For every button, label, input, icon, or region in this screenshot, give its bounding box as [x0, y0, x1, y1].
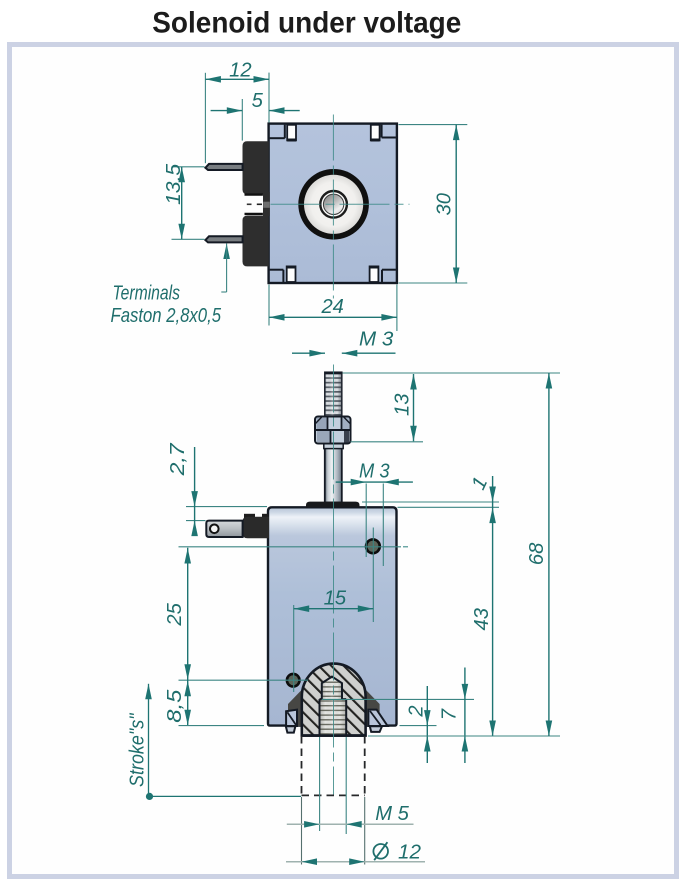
svg-text:13: 13 — [391, 393, 413, 416]
svg-text:2: 2 — [406, 705, 428, 717]
svg-text:Solenoid under voltage: Solenoid under voltage — [152, 7, 461, 40]
svg-text:12: 12 — [398, 842, 421, 864]
svg-text:30: 30 — [434, 192, 456, 215]
svg-text:15: 15 — [324, 588, 347, 610]
svg-text:8,5: 8,5 — [164, 689, 186, 723]
svg-text:5: 5 — [252, 90, 264, 112]
svg-text:M 3: M 3 — [359, 329, 394, 351]
svg-text:68: 68 — [526, 542, 548, 565]
svg-text:43: 43 — [471, 607, 493, 630]
svg-text:Terminals: Terminals — [113, 283, 181, 305]
svg-text:12: 12 — [229, 59, 251, 81]
svg-text:M 3: M 3 — [359, 460, 390, 482]
svg-text:25: 25 — [164, 602, 186, 626]
svg-text:M 5: M 5 — [375, 803, 409, 825]
svg-text:Stroke"s": Stroke"s" — [126, 713, 148, 787]
svg-text:13,5: 13,5 — [163, 163, 185, 205]
svg-text:7: 7 — [439, 708, 461, 720]
svg-text:Faston 2,8x0,5: Faston 2,8x0,5 — [111, 305, 222, 327]
svg-text:24: 24 — [320, 296, 343, 318]
svg-text:2,7: 2,7 — [167, 443, 189, 477]
